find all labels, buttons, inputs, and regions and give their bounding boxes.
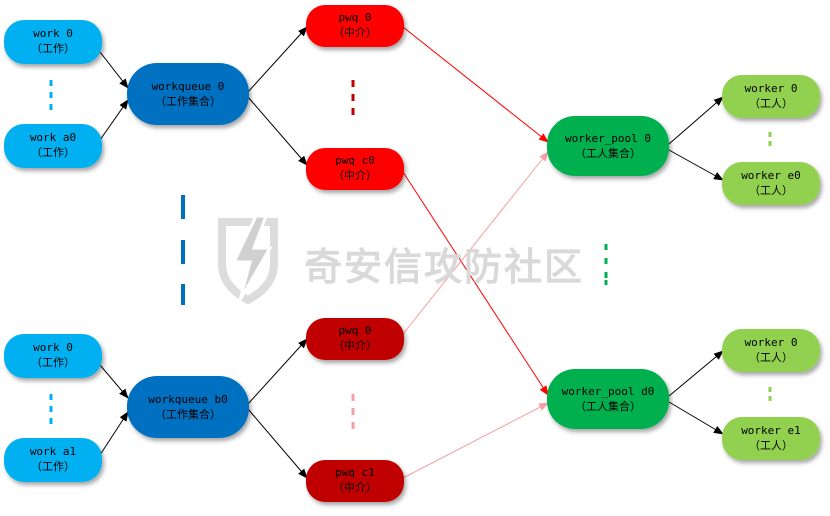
connectors (99, 26, 724, 479)
edge-pool0-to-worker0 (668, 96, 724, 145)
node-sublabel: （中介） (333, 481, 377, 494)
node-label: workqueue 0 (152, 80, 225, 93)
node-label: worker e1 (741, 424, 801, 437)
node-sublabel: （工作） (31, 460, 75, 473)
node-worker-pool-0: worker_pool 0 （工人集合） (547, 116, 669, 176)
node-sublabel: （工人集合） (575, 146, 641, 160)
edge-pwq0b-to-pool0 (402, 151, 549, 335)
node-work-0-bottom: work 0 （工作） (4, 334, 102, 378)
node-sublabel: （工人集合） (575, 399, 641, 413)
node-label: pwq 0 (338, 324, 371, 337)
edge-poold0-to-worker0b (668, 350, 724, 397)
node-worker-pool-d0: worker_pool d0 （工人集合） (547, 369, 669, 429)
node-pwq-c1: pwq c1 （中介） (306, 460, 404, 502)
node-label: work 0 (33, 341, 73, 354)
node-sublabel: （工作） (31, 146, 75, 159)
node-worker-0-bottom: worker 0 （工人） (722, 329, 820, 372)
node-label: work a0 (30, 131, 76, 144)
node-pwq-0-bottom: pwq 0 （中介） (306, 318, 404, 360)
node-worker-e0: worker e0 （工人） (722, 162, 820, 205)
node-worker-0-top: worker 0 （工人） (722, 75, 820, 118)
node-sublabel: （中介） (333, 169, 377, 182)
edge-pwqc0-to-poold0 (402, 171, 549, 396)
node-pwq-0-top: pwq 0 （中介） (306, 5, 404, 47)
node-pwq-c0: pwq c0 （中介） (306, 148, 404, 190)
node-sublabel: （工人） (749, 439, 793, 452)
edge-workqueue0-to-pwqc0 (247, 96, 308, 166)
edge-workqueueb0-to-pwq0b (247, 338, 308, 405)
node-workqueue-b0: workqueue b0 （工作集合） (127, 376, 249, 438)
node-work-0-top: work 0 （工作） (4, 20, 102, 64)
node-sublabel: （工人） (749, 184, 793, 197)
edge-pool0-to-workere0 (668, 149, 724, 181)
node-label: work 0 (33, 27, 73, 40)
node-sublabel: （工人） (749, 97, 793, 110)
node-sublabel: （工作集合） (155, 407, 221, 421)
node-label: worker_pool d0 (562, 385, 655, 398)
node-label: pwq c1 (335, 466, 375, 479)
node-sublabel: （工作集合） (155, 94, 221, 108)
node-worker-e1: worker e1 （工人） (722, 417, 820, 460)
node-work-a0: work a0 （工作） (4, 124, 102, 168)
edge-workqueue0-to-pwq0 (247, 26, 308, 93)
edge-work0b-to-workqueueb0 (99, 364, 129, 399)
node-label: worker 0 (745, 336, 798, 349)
node-sublabel: （中介） (333, 339, 377, 352)
node-label: pwq c0 (335, 154, 375, 167)
edge-poold0-to-workere1 (668, 401, 724, 435)
edge-work0-to-workqueue0 (99, 51, 129, 89)
node-work-a1: work a1 （工作） (4, 438, 102, 482)
node-label: pwq 0 (338, 11, 371, 24)
node-label: worker_pool 0 (565, 132, 651, 145)
node-label: worker 0 (745, 82, 798, 95)
edge-pwq0-to-pool0 (402, 26, 549, 143)
ellipsis-markers (49, 80, 772, 429)
node-sublabel: （工人） (749, 351, 793, 364)
node-label: work a1 (30, 445, 76, 458)
node-sublabel: （中介） (333, 26, 377, 39)
node-sublabel: （工作） (31, 42, 75, 55)
edge-pwqc1-to-poold0 (402, 402, 549, 479)
edge-worka1-to-workqueueb0 (99, 411, 129, 456)
node-workqueue-0: workqueue 0 （工作集合） (127, 63, 249, 125)
edge-workqueueb0-to-pwqc1 (247, 408, 308, 479)
edge-worka0-to-workqueue0 (99, 99, 129, 141)
node-label: workqueue b0 (148, 393, 227, 406)
node-sublabel: （工作） (31, 356, 75, 369)
node-label: worker e0 (741, 169, 801, 182)
